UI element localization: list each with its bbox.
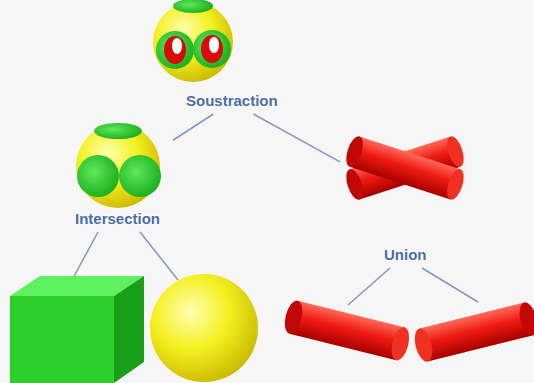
cylinder-solid	[282, 299, 412, 362]
intersection-solid	[76, 123, 161, 208]
operation-name: Union	[384, 246, 427, 264]
operation-name: Intersection	[75, 210, 160, 228]
union-solid	[343, 134, 467, 202]
subtraction-solid	[153, 0, 233, 82]
tree-connector	[253, 114, 340, 162]
operation-node: Intersection	[63, 120, 173, 232]
cube-solid	[10, 276, 144, 383]
tree-connector	[173, 114, 213, 140]
sphere-solid	[150, 274, 258, 382]
operation-node: Union	[340, 128, 470, 268]
cylinder-solid	[412, 301, 534, 364]
operation-name: Soustraction	[186, 92, 278, 110]
operation-label: Soustraction	[182, 90, 282, 114]
